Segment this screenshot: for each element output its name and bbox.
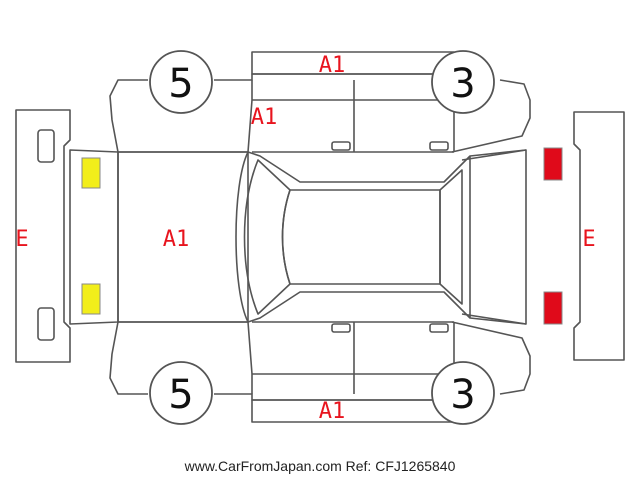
- lower-door-handle-front: [331, 323, 351, 333]
- cabin-outline: [235, 149, 527, 325]
- roof-strip-bottom: [251, 399, 455, 423]
- front-bumper: [15, 109, 71, 363]
- upper-door-handle-front: [331, 141, 351, 151]
- tire-front-right-grade: 5: [168, 372, 193, 418]
- mark-front-bumper: E: [15, 227, 28, 252]
- front-bumper-slot-bottom: [37, 307, 55, 341]
- mark-roof-top: A1: [319, 53, 346, 78]
- tire-front-right: [149, 361, 213, 425]
- rear-bumper: [573, 111, 625, 361]
- mark-hood: A1: [163, 227, 190, 252]
- mark-rear-bumper: E: [582, 227, 595, 252]
- front-lamp-bottom: [81, 283, 101, 315]
- reference-footer: www.CarFromJapan.com Ref: CFJ1265840: [184, 458, 456, 474]
- rear-window: [439, 169, 463, 305]
- tire-rear-left-grade: 3: [450, 61, 475, 107]
- roof-strip-top: [251, 51, 455, 75]
- lower-rocker: [252, 321, 455, 394]
- front-bumper-slot-top: [37, 129, 55, 163]
- front-lamp-top: [81, 157, 101, 189]
- upper-door-handle-rear: [429, 141, 449, 151]
- mark-door-left-top: A1: [251, 105, 278, 130]
- tailgate: [461, 149, 527, 325]
- upper-front-fender: [118, 80, 253, 153]
- mark-roof-bottom: A1: [319, 399, 346, 424]
- tire-front-left-grade: 5: [168, 61, 193, 107]
- lower-door-handle-rear: [429, 323, 449, 333]
- rear-lamp-bottom: [543, 291, 563, 325]
- upper-rocker: [252, 80, 455, 153]
- tire-rear-right: [431, 361, 495, 425]
- tire-rear-left: [431, 50, 495, 114]
- rear-lamp-top: [543, 147, 563, 181]
- lower-front-fender: [118, 321, 253, 394]
- tire-front-left: [149, 50, 213, 114]
- roof-panel: [281, 189, 441, 285]
- tire-rear-right-grade: 3: [450, 372, 475, 418]
